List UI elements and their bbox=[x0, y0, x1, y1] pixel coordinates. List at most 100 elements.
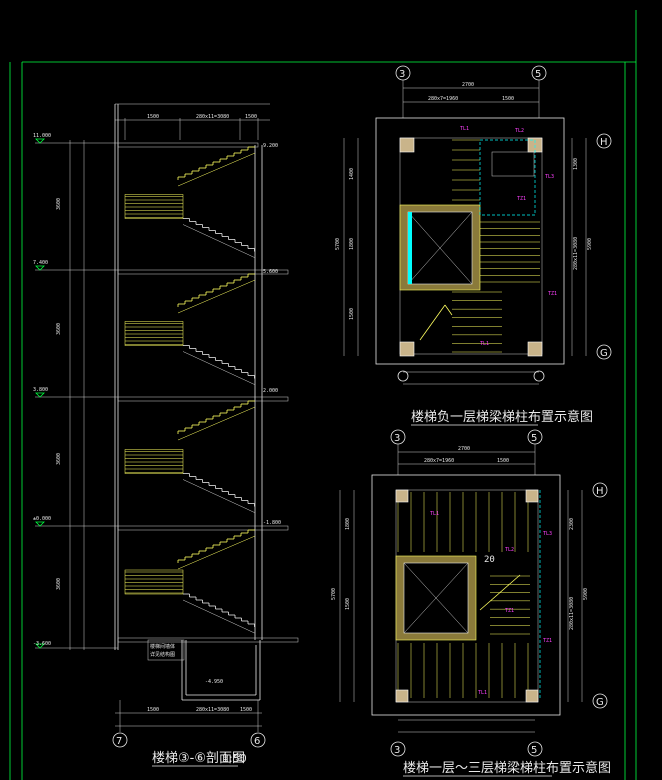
lower-dim-right-3: 5900 bbox=[583, 588, 589, 600]
lower-tag-5: TZ1 bbox=[543, 638, 552, 644]
section-title: 楼梯③-⑥剖面图 bbox=[152, 751, 245, 766]
lower-axis-G: G bbox=[596, 697, 604, 708]
landing-block bbox=[124, 569, 184, 595]
lower-tag-2: TL2 bbox=[505, 547, 514, 553]
lower-tag-3: TZ1 bbox=[505, 608, 514, 614]
landing-block bbox=[124, 449, 184, 474]
section-right-levels: 9.200 5.600 2.000 -1.800 -4.950 bbox=[205, 143, 281, 685]
lower-tag-6: TL1 bbox=[478, 690, 487, 696]
upper-tag-6: TL1 bbox=[480, 341, 489, 347]
lower-dim-top-3: 1500 bbox=[497, 458, 509, 464]
landing-level-4: -1.800 bbox=[263, 520, 281, 526]
upper-axis-5: 5 bbox=[535, 69, 541, 80]
section-top-dim-1: 1500 bbox=[147, 114, 159, 120]
section-axis-right-bubble bbox=[250, 732, 266, 748]
plan-lower: 3 5 H G 2700 280x7=1960 1500 20 TL1 TL2 … bbox=[331, 429, 611, 777]
level-label-2: 7.400 bbox=[33, 260, 48, 266]
section-axis-left-bubble bbox=[112, 732, 128, 748]
section-scale: 1:50 bbox=[222, 752, 247, 765]
landing-level-3: 2.000 bbox=[263, 388, 278, 394]
upper-axis-G: G bbox=[600, 348, 608, 359]
upper-tag-1: TL1 bbox=[460, 126, 469, 132]
lower-tag-1: TL1 bbox=[430, 511, 439, 517]
stair-line bbox=[177, 535, 256, 570]
lower-axis-H: H bbox=[596, 486, 604, 497]
lower-axis-3-bottom: 3 bbox=[394, 745, 400, 756]
level-label-4: ±0.000 bbox=[33, 516, 51, 522]
upper-dim-right-2: 280x11=3080 bbox=[573, 237, 579, 270]
section-levels: 11.000 7.400 3.800 ±0.000 -3.600 3600 36… bbox=[33, 133, 118, 650]
level-label-1: 11.000 bbox=[33, 133, 51, 139]
lower-dim-right-1: 2300 bbox=[569, 518, 575, 530]
lower-plan-stairs bbox=[397, 492, 530, 698]
left-dim-2: 3600 bbox=[56, 323, 62, 335]
section-bottom-dims: 1500 280x11=3080 1500 bbox=[115, 700, 262, 732]
upper-dim-right-3: 5900 bbox=[587, 238, 593, 250]
stair-line bbox=[177, 406, 256, 441]
plan-lower-title: 楼梯一层～三层梯梁梯柱布置示意图 bbox=[403, 760, 611, 776]
landing-level-1: 9.200 bbox=[263, 143, 278, 149]
stair-line bbox=[182, 351, 255, 385]
left-dim-4: 3600 bbox=[56, 578, 62, 590]
lower-axis-3: 3 bbox=[394, 433, 400, 444]
section-bottom-dim-1: 1500 bbox=[147, 707, 159, 713]
section-view: 1500 280x11=3080 1500 bbox=[33, 103, 299, 767]
stair-line bbox=[177, 279, 256, 314]
lower-tag-4: TL3 bbox=[543, 531, 552, 537]
upper-dim-left-2: 1800 bbox=[349, 238, 355, 250]
level-label-3: 3.800 bbox=[33, 387, 48, 393]
section-top-dim-2: 280x11=3080 bbox=[196, 114, 229, 120]
lower-dim-left-2: 1500 bbox=[345, 598, 351, 610]
section-stair-flights bbox=[124, 146, 256, 634]
upper-axis-3: 3 bbox=[399, 69, 405, 80]
upper-axis-H-bubble bbox=[596, 133, 612, 149]
lower-axis-5: 5 bbox=[531, 433, 537, 444]
upper-tag-3: TZ1 bbox=[517, 196, 526, 202]
lower-dim-top-2: 280x7=1960 bbox=[424, 458, 454, 464]
section-axis-left: 7 bbox=[116, 736, 122, 747]
upper-dim-top-1: 2700 bbox=[462, 82, 474, 88]
upper-axis-G-bubble bbox=[596, 344, 612, 360]
level-label-5: -3.600 bbox=[33, 641, 51, 647]
upper-plan-stairs bbox=[419, 139, 540, 353]
landing-block bbox=[124, 321, 184, 346]
landing-level-2: 5.600 bbox=[263, 269, 278, 275]
plan-upper: 3 5 H G 2700 280x7=1960 1500 bbox=[335, 65, 612, 426]
upper-dim-left-3: 1500 bbox=[349, 308, 355, 320]
plan-upper-title: 楼梯负一层梯梁梯柱布置示意图 bbox=[411, 409, 593, 425]
upper-dim-right-1: 1300 bbox=[573, 158, 579, 170]
section-bottom-dim-2: 280x11=3080 bbox=[196, 707, 229, 713]
section-top-dims: 1500 280x11=3080 1500 bbox=[115, 103, 270, 140]
upper-dim-left-4: 5700 bbox=[335, 238, 341, 250]
section-notes: 楼梯间墙体 详见结构图 bbox=[147, 639, 185, 661]
left-dim-1: 3600 bbox=[56, 198, 62, 210]
lower-dim-left-1: 1800 bbox=[345, 518, 351, 530]
lower-axis-H-bubble bbox=[592, 482, 608, 498]
drawing-frame bbox=[9, 10, 637, 780]
lower-center-mark: 20 bbox=[484, 555, 495, 565]
lower-axis-5-bottom: 5 bbox=[531, 745, 537, 756]
upper-axis-H: H bbox=[600, 137, 608, 148]
upper-dim-left-1: 1400 bbox=[349, 168, 355, 180]
stair-line bbox=[444, 304, 453, 316]
landing-block bbox=[124, 194, 184, 219]
lower-dim-right-2: 280x11=3080 bbox=[569, 597, 575, 630]
lower-dim-left-3: 5700 bbox=[331, 588, 337, 600]
stair-line bbox=[182, 479, 255, 513]
stair-line bbox=[419, 304, 446, 341]
section-walls bbox=[114, 104, 263, 701]
stair-line bbox=[479, 574, 521, 611]
upper-tag-2: TL2 bbox=[515, 128, 524, 134]
upper-dim-top-2: 280x7=1960 bbox=[428, 96, 458, 102]
left-dim-3: 3600 bbox=[56, 453, 62, 465]
stair-line bbox=[182, 224, 255, 258]
section-axis-right: 6 bbox=[254, 736, 260, 747]
section-top-dim-3: 1500 bbox=[245, 114, 257, 120]
section-note-2: 详见结构图 bbox=[150, 651, 175, 658]
stair-line bbox=[177, 152, 256, 187]
pit-level: -4.950 bbox=[205, 679, 223, 685]
stair-line bbox=[182, 599, 255, 634]
section-note-1: 楼梯间墙体 bbox=[150, 643, 175, 650]
section-bottom-dim-3: 1500 bbox=[240, 707, 252, 713]
